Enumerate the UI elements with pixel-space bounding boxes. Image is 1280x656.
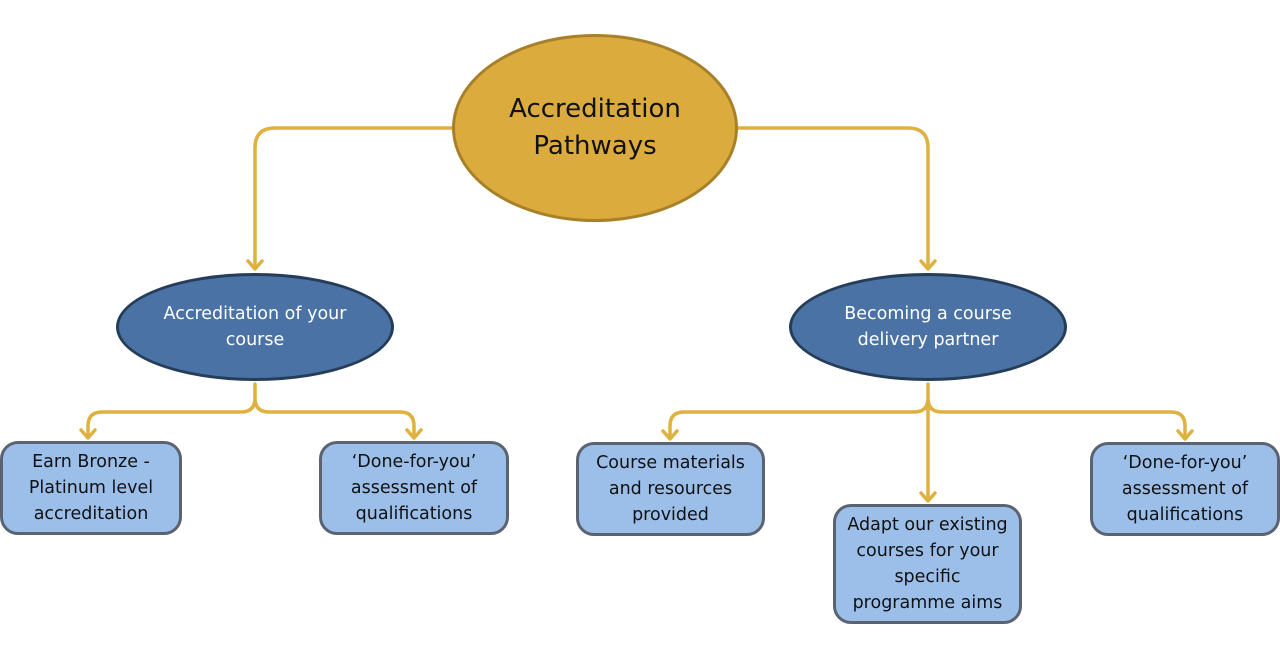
arrowhead-leaf-2 [405,428,423,440]
branch-node-delivery-partner: Becoming a course delivery partner [789,273,1067,381]
arrowhead-right-branch [919,259,937,271]
branch-node-label: Accreditation of your course [163,304,347,350]
leaf-node-label: ‘Done-for-you’ assessment of qualificati… [1121,453,1249,525]
leaf-node-label: Course materials and resources provided [596,453,745,525]
leaf-node-bronze-platinum: Earn Bronze - Platinum level accreditati… [0,441,182,535]
leaf-node-label: ‘Done-for-you’ assessment of qualificati… [350,452,478,524]
connector-root-to-left-branch [253,126,454,270]
arrowhead-leaf-5 [1176,429,1194,441]
arrowhead-leaf-3 [661,429,679,441]
leaf-node-assessment-left: ‘Done-for-you’ assessment of qualificati… [319,441,509,535]
branch-node-label: Becoming a course delivery partner [844,304,1012,350]
branch-node-course-accreditation: Accreditation of your course [116,273,394,381]
arrowhead-leaf-1 [79,428,97,440]
leaf-node-label: Earn Bronze - Platinum level accreditati… [28,452,154,524]
root-node-label: Accreditation Pathways [509,94,681,161]
connector-root-to-right-branch [736,126,930,270]
arrowhead-left-branch [246,259,264,271]
connector-right-branch-to-children [668,382,1187,501]
arrowhead-leaf-4 [919,491,937,503]
leaf-node-label: Adapt our existing courses for your spec… [847,515,1008,613]
root-node: Accreditation Pathways [452,34,738,222]
leaf-node-assessment-right: ‘Done-for-you’ assessment of qualificati… [1090,442,1280,536]
leaf-node-course-materials: Course materials and resources provided [576,442,765,536]
connector-left-branch-to-children [86,382,416,438]
leaf-node-adapt-courses: Adapt our existing courses for your spec… [833,504,1022,624]
